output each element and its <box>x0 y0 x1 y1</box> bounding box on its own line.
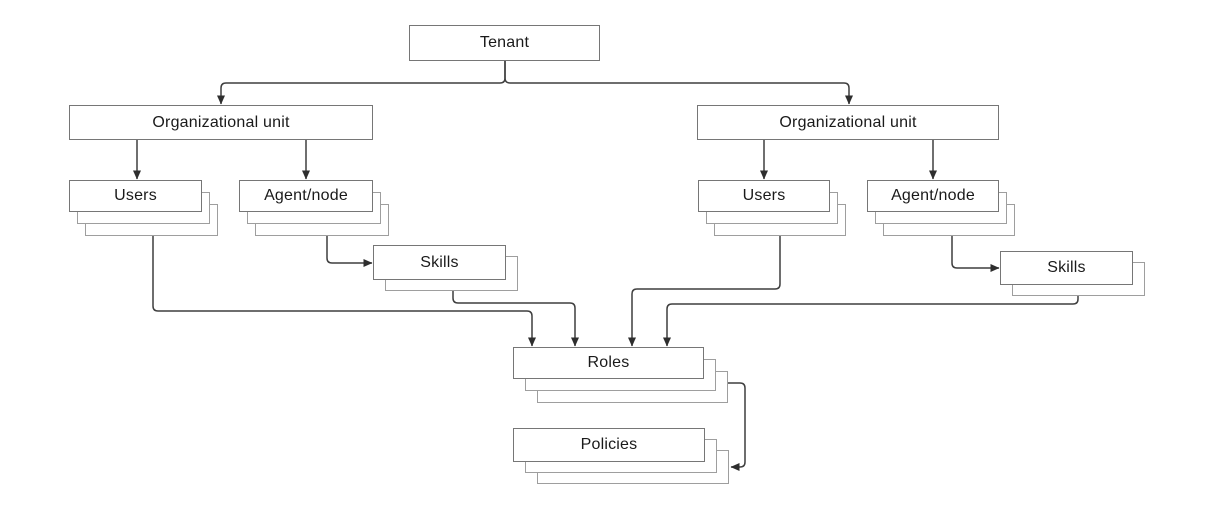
node-agent-node-left: Agent/node <box>239 180 389 236</box>
edge-skills-left-to-roles <box>452 291 579 347</box>
node-label: Users <box>742 187 786 204</box>
node-label: Agent/node <box>264 187 348 204</box>
node-box: Agent/node <box>239 180 373 212</box>
node-box: Organizational unit <box>697 105 999 140</box>
node-agent-node-right: Agent/node <box>867 180 1015 236</box>
node-box: Roles <box>513 347 704 379</box>
node-tenant: Tenant <box>409 25 600 61</box>
edge-tenant-to-ou-left <box>217 61 506 105</box>
node-label: Tenant <box>479 34 530 51</box>
edge-users-right-to-roles <box>628 236 781 347</box>
node-box: Users <box>69 180 202 212</box>
node-label: Organizational unit <box>152 113 290 131</box>
node-users-right: Users <box>698 180 846 236</box>
node-label: Roles <box>587 354 630 371</box>
node-box: Tenant <box>409 25 600 61</box>
node-organizational-unit-left: Organizational unit <box>69 105 373 140</box>
node-label: Skills <box>420 253 459 271</box>
edge-agent-left-to-skills-left <box>326 236 373 267</box>
node-label: Organizational unit <box>779 113 917 131</box>
node-box: Agent/node <box>867 180 999 212</box>
node-organizational-unit-right: Organizational unit <box>697 105 999 140</box>
edge-tenant-to-ou-right <box>504 61 853 105</box>
node-policies: Policies <box>513 428 729 484</box>
node-users-left: Users <box>69 180 218 236</box>
edge-agent-right-to-skills-right <box>951 236 1000 272</box>
edge-roles-to-policies <box>728 382 746 471</box>
edge-skills-right-to-roles <box>663 296 1079 347</box>
node-box: Skills <box>1000 251 1133 285</box>
node-skills-right: Skills <box>1000 251 1145 296</box>
node-skills-left: Skills <box>373 245 518 291</box>
node-box: Policies <box>513 428 705 462</box>
node-box: Organizational unit <box>69 105 373 140</box>
node-label: Users <box>114 187 157 204</box>
node-label: Agent/node <box>891 187 975 204</box>
node-box: Users <box>698 180 830 212</box>
node-label: Skills <box>1047 259 1086 276</box>
node-box: Skills <box>373 245 506 280</box>
node-label: Policies <box>580 436 638 453</box>
node-roles: Roles <box>513 347 728 403</box>
